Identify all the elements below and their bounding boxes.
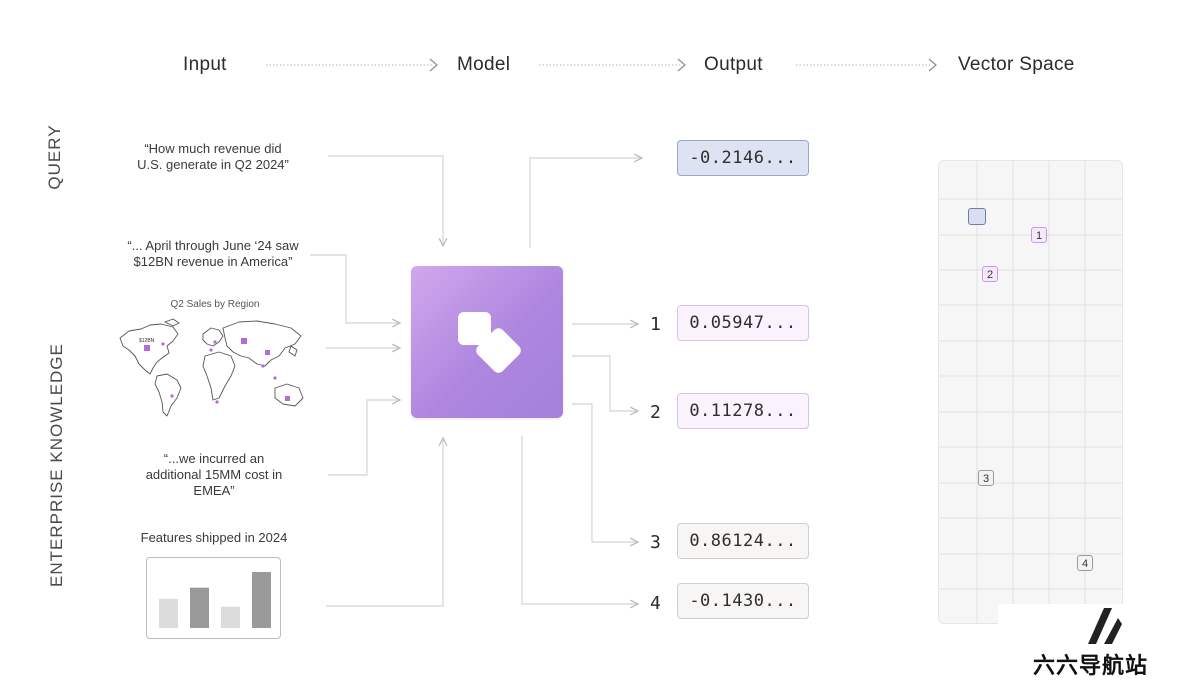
features-bar-chart — [159, 572, 271, 628]
model-logo-icon — [458, 312, 521, 373]
enterprise-knowledge-side-label: ENTERPRISE KNOWLEDGE — [47, 343, 66, 587]
header-model: Model — [457, 54, 511, 75]
cost-quote: “...we incurred an additional 15MM cost … — [118, 451, 310, 499]
header-input: Input — [183, 54, 227, 75]
query-side-label: QUERY — [45, 124, 64, 190]
model-box[interactable] — [411, 266, 563, 418]
vector-point-1: 1 — [1031, 227, 1047, 243]
cost-quote-line-1: “...we incurred an — [163, 451, 265, 466]
map-marker-europe — [241, 338, 247, 344]
features-bar-4 — [252, 572, 271, 628]
header-output: Output — [704, 54, 763, 75]
output-query-vector: -0.2146... — [677, 140, 809, 176]
output-vector-1: 0.05947... — [677, 305, 809, 341]
output-vector-3: 0.86124... — [677, 523, 809, 559]
april-quote-line-1: “... April through June ‘24 saw — [127, 238, 299, 253]
header-vector-space: Vector Space — [958, 54, 1075, 75]
features-bar-2 — [190, 587, 209, 628]
query-quote-line-2: U.S. generate in Q2 2024” — [137, 157, 289, 172]
map-marker-asia — [265, 350, 270, 355]
map-label-12bn: $12BN — [139, 338, 155, 344]
query-quote: “How much revenue did U.S. generate in Q… — [118, 141, 308, 173]
vector-space-grid: 1 2 3 4 — [938, 160, 1123, 624]
africa-shape — [202, 351, 236, 401]
vector-point-2: 2 — [982, 266, 998, 282]
features-bar-3 — [221, 606, 240, 628]
output-number-3: 3 — [650, 532, 661, 553]
watermark-area — [998, 604, 1200, 675]
vector-point-3: 3 — [978, 470, 994, 486]
april-quote: “... April through June ‘24 saw $12BN re… — [108, 238, 318, 270]
north-america-shape — [119, 323, 179, 375]
cost-quote-line-3: EMEA” — [193, 483, 235, 498]
features-bar-1 — [159, 598, 178, 628]
australia-shape — [274, 383, 304, 407]
output-number-1: 1 — [650, 314, 661, 335]
europe-shape — [202, 327, 224, 347]
map-marker-australia — [285, 396, 290, 401]
vector-point-query — [968, 208, 986, 225]
world-map: $12BN — [119, 318, 304, 417]
watermark-text: 六六导航站 — [1033, 653, 1149, 678]
cost-quote-line-2: additional 15MM cost in — [145, 467, 283, 482]
output-number-2: 2 — [650, 402, 661, 423]
query-quote-line-1: “How much revenue did — [144, 141, 282, 156]
features-chart-card — [146, 557, 281, 639]
map-marker-america — [144, 345, 150, 351]
output-vector-4: -0.1430... — [677, 583, 809, 619]
april-quote-line-2: $12BN revenue in America” — [133, 254, 293, 269]
output-vector-2: 0.11278... — [677, 393, 809, 429]
features-title: Features shipped in 2024 — [140, 530, 288, 545]
vector-point-4: 4 — [1077, 555, 1093, 571]
map-title: Q2 Sales by Region — [170, 299, 260, 310]
asia-shape — [222, 320, 302, 367]
watermark-logo-icon — [1088, 608, 1122, 644]
south-america-shape — [154, 373, 182, 417]
output-number-4: 4 — [650, 593, 661, 614]
